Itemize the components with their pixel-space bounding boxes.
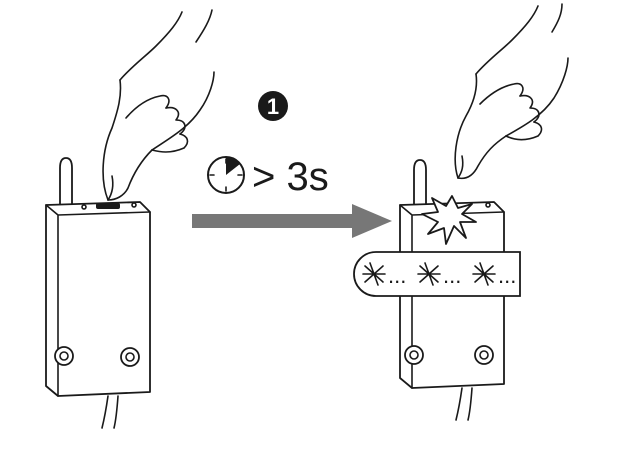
step-number: 1: [267, 94, 279, 119]
push-button[interactable]: [96, 203, 120, 209]
hold-duration-label: > 3s: [252, 155, 329, 199]
blink-separator: ...: [443, 263, 461, 288]
screw-icon: [54, 346, 74, 366]
hand-pointing-icon: [102, 9, 215, 201]
hand-pointing-icon: [454, 3, 569, 180]
step-badge: 1: [258, 91, 288, 121]
blink-separator: ...: [388, 263, 406, 288]
screw-icon: [474, 345, 494, 365]
screw-icon: [120, 347, 140, 367]
blink-star-icon: [472, 262, 496, 286]
flash-icon: [421, 195, 477, 245]
screw-icon: [404, 345, 424, 365]
blink-star-icon: [362, 262, 386, 286]
blink-star-icon: [417, 262, 441, 286]
direction-arrow: [192, 204, 392, 238]
blink-indicator-band: ... ... ...: [353, 251, 521, 297]
blink-separator: ...: [498, 263, 516, 288]
device-left: [45, 157, 151, 429]
timer-icon: [207, 156, 245, 194]
